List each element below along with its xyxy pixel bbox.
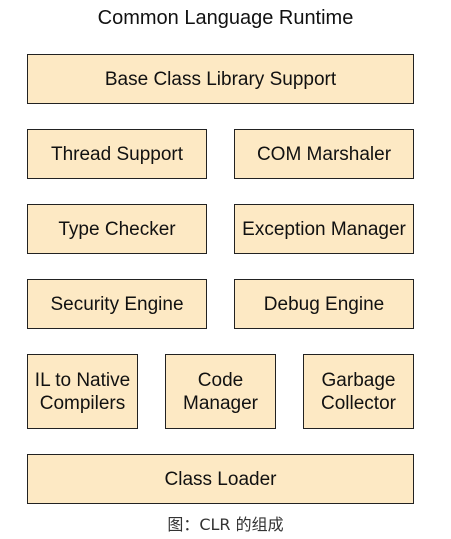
diagram-title: Common Language Runtime — [97, 7, 354, 29]
type-checker-box: Type Checker — [27, 204, 207, 254]
figure-caption: 图：CLR 的组成 — [167, 515, 284, 534]
base-class-library-support-box: Base Class Library Support — [27, 54, 414, 104]
garbage-collector-box: Garbage Collector — [303, 354, 414, 429]
il-to-native-compilers-box: IL to Native Compilers — [27, 354, 138, 429]
security-engine-box: Security Engine — [27, 279, 207, 329]
com-marshaler-box: COM Marshaler — [234, 129, 414, 179]
class-loader-box: Class Loader — [27, 454, 414, 504]
debug-engine-box: Debug Engine — [234, 279, 414, 329]
thread-support-box: Thread Support — [27, 129, 207, 179]
exception-manager-box: Exception Manager — [234, 204, 414, 254]
code-manager-box: Code Manager — [165, 354, 276, 429]
